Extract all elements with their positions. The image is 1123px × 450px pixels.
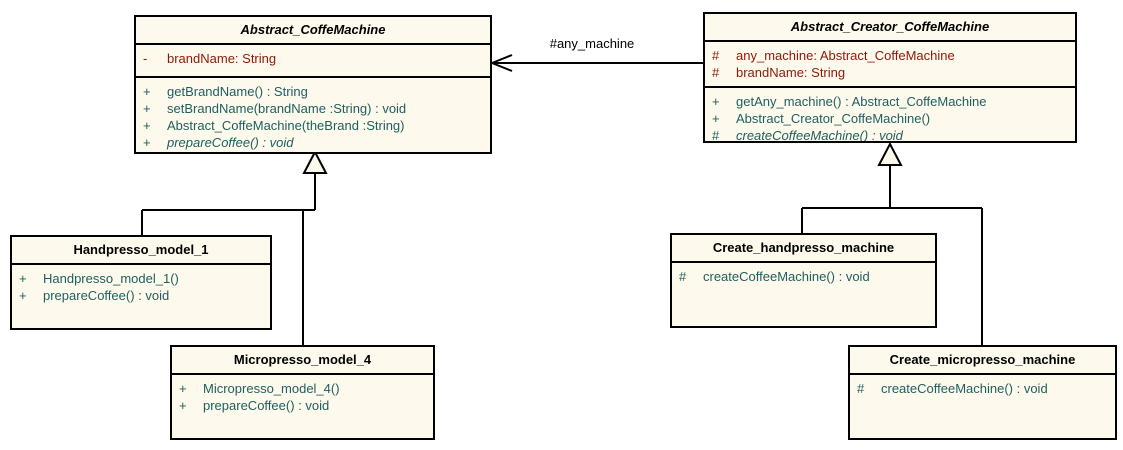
class-create-micropresso-machine[interactable]: Create_micropresso_machine # createCoffe… <box>848 345 1117 440</box>
visibility-symbol: # <box>712 65 720 80</box>
abstract-method: # createCoffeeMachine() : void <box>712 127 1071 141</box>
methods-compartment: # createCoffeeMachine() : void <box>850 375 1115 438</box>
methods-compartment: + Handpresso_model_1() + prepareCoffee()… <box>12 265 270 328</box>
method: # createCoffeeMachine() : void <box>857 381 1048 396</box>
methods-compartment: + getBrandName() : String + setBrandName… <box>136 78 490 152</box>
generalization-left <box>141 149 328 348</box>
attributes-compartment: - brandName: String <box>136 45 490 78</box>
class-micropresso-model-4[interactable]: Micropresso_model_4 + Micropresso_model_… <box>170 345 435 440</box>
attribute: # any_machine: Abstract_CoffeMachine <box>712 48 955 63</box>
method: + setBrandName(brandName :String) : void <box>143 101 407 116</box>
method: + prepareCoffee() : void <box>19 288 170 303</box>
method: + Abstract_Creator_CoffeMachine() <box>712 111 931 126</box>
visibility-symbol: + <box>19 288 27 303</box>
class-title: Abstract_CoffeMachine <box>136 17 490 45</box>
visibility-symbol: + <box>179 398 187 413</box>
methods-compartment: + getAny_machine() : Abstract_CoffeMachi… <box>705 88 1075 141</box>
visibility-symbol: + <box>179 381 187 396</box>
visibility-symbol: + <box>143 135 151 150</box>
visibility-symbol: + <box>143 118 151 133</box>
inheritance-triangle-left <box>302 149 328 174</box>
class-title: Abstract_Creator_CoffeMachine <box>705 14 1075 42</box>
method: # createCoffeeMachine() : void <box>679 269 870 284</box>
class-title: Handpresso_model_1 <box>12 237 270 265</box>
class-title: Create_handpresso_machine <box>672 235 935 263</box>
visibility-symbol: + <box>143 84 151 99</box>
class-create-handpresso-machine[interactable]: Create_handpresso_machine # createCoffee… <box>670 233 937 328</box>
methods-compartment: # createCoffeeMachine() : void <box>672 263 935 326</box>
visibility-symbol: # <box>679 269 687 284</box>
abstract-method: + prepareCoffee() : void <box>143 135 294 150</box>
visibility-symbol: - <box>143 51 148 66</box>
method: + Micropresso_model_4() <box>179 381 340 396</box>
class-title: Create_micropresso_machine <box>850 347 1115 375</box>
method: + getBrandName() : String <box>143 84 308 99</box>
visibility-symbol: + <box>712 94 720 109</box>
association-any-machine <box>491 54 703 72</box>
class-title: Micropresso_model_4 <box>172 347 433 375</box>
visibility-symbol: + <box>712 111 720 126</box>
visibility-symbol: + <box>143 101 151 116</box>
attributes-compartment: # any_machine: Abstract_CoffeMachine # b… <box>705 42 1075 88</box>
class-abstract-creator-coffemachine[interactable]: Abstract_Creator_CoffeMachine # any_mach… <box>703 12 1077 143</box>
method: + prepareCoffee() : void <box>179 398 330 413</box>
inheritance-triangle-right <box>877 141 903 166</box>
visibility-symbol: # <box>712 48 720 63</box>
methods-compartment: + Micropresso_model_4() + prepareCoffee(… <box>172 375 433 438</box>
class-handpresso-model-1[interactable]: Handpresso_model_1 + Handpresso_model_1(… <box>10 235 272 330</box>
method: + getAny_machine() : Abstract_CoffeMachi… <box>712 94 987 109</box>
visibility-symbol: + <box>19 271 27 286</box>
class-abstract-coffemachine[interactable]: Abstract_CoffeMachine - brandName: Strin… <box>134 15 492 154</box>
association-label: #any_machine <box>549 36 635 51</box>
generalization-right <box>801 141 983 348</box>
method: + Handpresso_model_1() <box>19 271 179 286</box>
visibility-symbol: # <box>712 128 720 141</box>
visibility-symbol: # <box>857 381 865 396</box>
attribute: - brandName: String <box>143 51 277 66</box>
attribute: # brandName: String <box>712 65 846 80</box>
method: + Abstract_CoffeMachine(theBrand :String… <box>143 118 405 133</box>
